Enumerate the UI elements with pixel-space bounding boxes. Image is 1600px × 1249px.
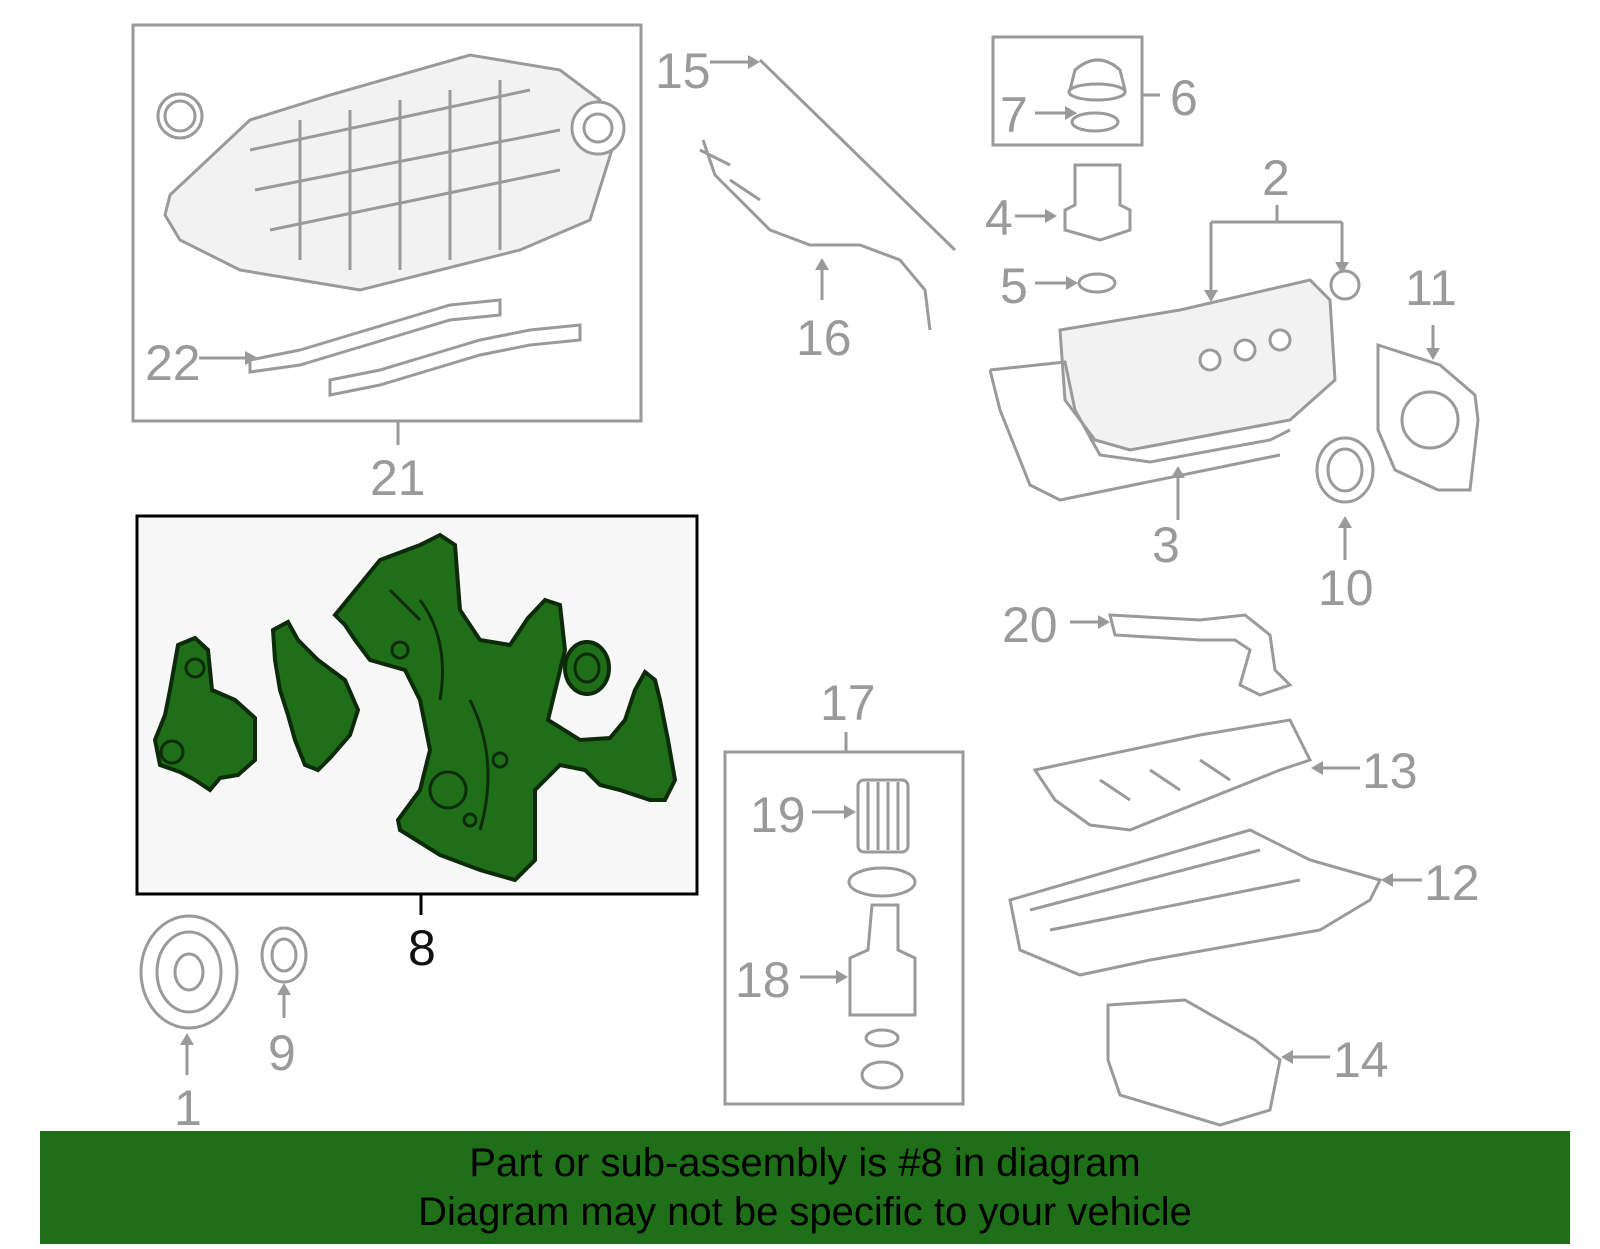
callout-19: 19 <box>750 787 806 843</box>
callout-20: 20 <box>1002 597 1058 653</box>
callout-2: 2 <box>1262 150 1290 206</box>
callout-13: 13 <box>1362 743 1418 799</box>
callout-4: 4 <box>985 190 1013 246</box>
callout-15: 15 <box>655 43 711 99</box>
callout-5: 5 <box>1000 258 1028 314</box>
callout-12: 12 <box>1424 855 1480 911</box>
cover-11 <box>1376 342 1480 492</box>
oil-filter-housing-18 <box>848 903 917 1017</box>
callout-16: 16 <box>796 310 852 366</box>
seal-2 <box>1329 269 1361 301</box>
callout-10: 10 <box>1318 560 1374 616</box>
parts-diagram: 22 21 15 16 6 7 4 5 2 3 11 10 <box>131 23 1480 1130</box>
banner-line-2: Diagram may not be specific to your vehi… <box>418 1190 1192 1234</box>
callout-9: 9 <box>268 1025 296 1081</box>
dipstick-tube-16 <box>701 139 932 331</box>
callout-14: 14 <box>1333 1032 1389 1088</box>
callout-1: 1 <box>174 1080 202 1130</box>
timing-cover-highlighted <box>152 532 678 883</box>
water-pump <box>152 635 257 793</box>
gasket-5 <box>1077 272 1117 294</box>
oil-filter-element-19 <box>856 778 910 854</box>
seal-10 <box>1315 436 1375 504</box>
callout-18: 18 <box>735 952 791 1008</box>
callout-6: 6 <box>1170 70 1198 126</box>
callout-17: 17 <box>820 675 876 731</box>
callout-11: 11 <box>1405 260 1457 316</box>
seal-9 <box>260 926 308 984</box>
banner-line-1: Part or sub-assembly is #8 in diagram <box>469 1141 1141 1185</box>
callout-7: 7 <box>1000 87 1028 143</box>
callout-3: 3 <box>1152 517 1180 573</box>
baffle-13 <box>1032 718 1313 832</box>
oil-filler-neck-4 <box>1063 163 1132 242</box>
lower-oil-pan-14 <box>1106 998 1282 1127</box>
water-pump-gasket <box>270 619 361 773</box>
info-banner: Part or sub-assembly is #8 in diagram Di… <box>40 1131 1570 1244</box>
valve-cover-3 <box>1058 278 1337 452</box>
oil-strainer-20 <box>1108 613 1293 697</box>
crank-seal <box>563 640 611 696</box>
callout-21: 21 <box>370 450 426 506</box>
intake-manifold <box>156 53 626 397</box>
callout-8: 8 <box>408 920 436 976</box>
dipstick-15 <box>758 58 957 252</box>
timing-chain-cover <box>332 532 678 883</box>
callout-22: 22 <box>145 335 201 391</box>
box-17-oil-filter <box>723 750 965 1106</box>
